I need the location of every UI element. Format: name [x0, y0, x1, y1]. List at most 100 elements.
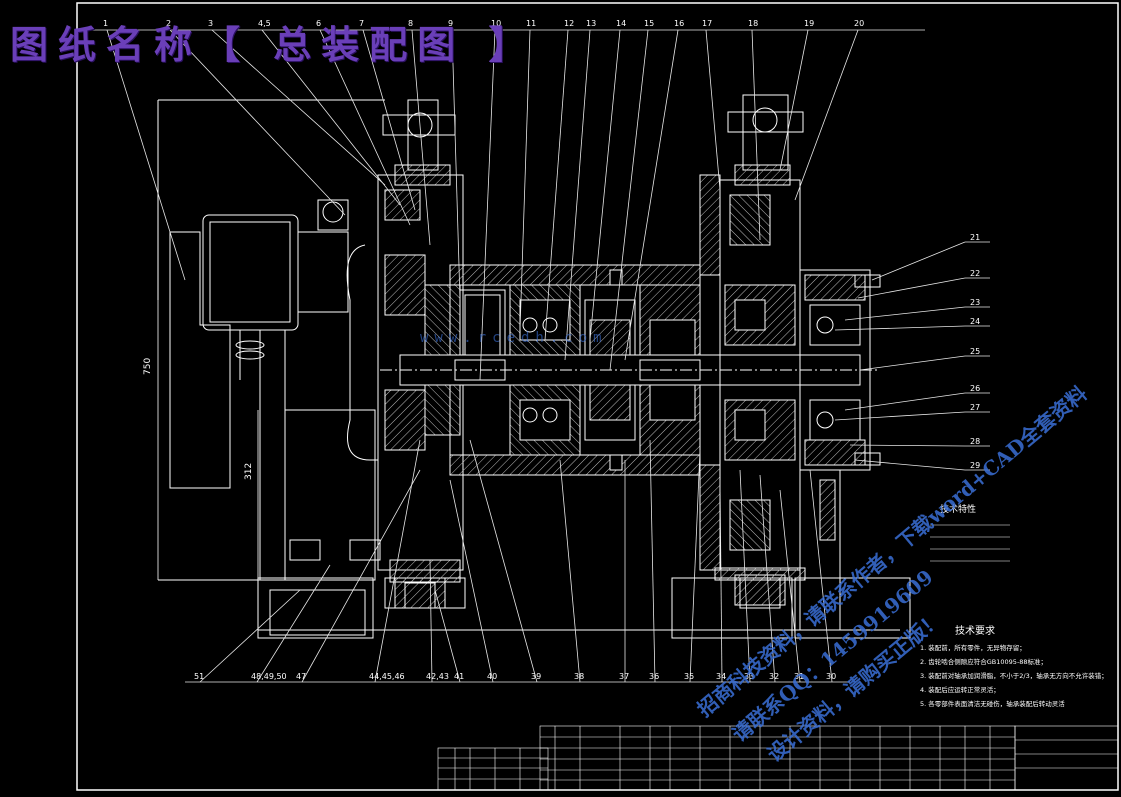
leader-bottom [809, 469, 833, 683]
leader-bottom [199, 589, 301, 683]
part-label-bottom: 36 [649, 672, 659, 681]
part-label-top: 3 [208, 19, 213, 28]
leader-right [849, 444, 966, 447]
leader-bottom [256, 564, 331, 683]
part-label-right: 22 [970, 269, 980, 278]
leader-top [479, 29, 496, 381]
leader-top [544, 29, 569, 341]
leader-right [854, 459, 966, 471]
part-label-top: 11 [526, 19, 536, 28]
leader-bottom [434, 589, 461, 683]
part-label-bottom: 40 [487, 672, 497, 681]
part-label-top: 18 [748, 19, 758, 28]
tech-req-line: 1. 装配前，所有零件，无异物存留； [920, 643, 1026, 652]
part-label-top: 16 [674, 19, 684, 28]
leader-bottom [301, 469, 421, 683]
leader-lines-top [90, 29, 925, 381]
dim-height-total: 750 [143, 358, 153, 375]
title-block-columns [454, 726, 991, 790]
site-watermark: www.rcedh.com [420, 330, 608, 346]
leader-right [834, 411, 966, 421]
leader-bottom [469, 439, 538, 683]
part-label-right: 25 [970, 347, 980, 356]
leader-top [589, 29, 621, 341]
leader-top [106, 29, 186, 281]
part-label-top: 6 [316, 19, 321, 28]
part-label-bottom: 30 [826, 672, 836, 681]
part-label-right: 23 [970, 298, 980, 307]
part-label-top: 2 [166, 19, 171, 28]
leader-top [564, 29, 591, 361]
part-label-top: 8 [408, 19, 413, 28]
leader-top [169, 29, 346, 216]
part-label-top: 14 [616, 19, 626, 28]
part-label-bottom: 39 [531, 672, 541, 681]
leader-lines-right [834, 241, 990, 471]
leader-right [857, 277, 966, 299]
part-label-top: 20 [854, 19, 864, 28]
leader-top [411, 29, 431, 246]
leader-bottom [719, 479, 723, 683]
tech-spec-title: 技术特性 [940, 503, 976, 515]
tech-req-title: 技术要求 [955, 624, 995, 637]
part-label-bottom: 38 [574, 672, 584, 681]
part-label-bottom: 31 [794, 672, 804, 681]
leader-top [751, 29, 761, 241]
leader-bottom [739, 469, 751, 683]
part-label-bottom: 51 [194, 672, 204, 681]
part-label-right: 28 [970, 437, 980, 446]
leader-top [211, 29, 386, 186]
part-label-right: 27 [970, 403, 980, 412]
leader-bottom [374, 439, 421, 683]
part-label-bottom: 35 [684, 672, 694, 681]
part-label-top: 7 [359, 19, 364, 28]
tech-requirements: 1. 装配前，所有零件，无异物存留； 2. 齿轮啮合侧隙应符合GB10095-88… [920, 643, 1108, 708]
part-label-top: 15 [644, 19, 654, 28]
leader-top [779, 29, 809, 171]
title-block [437, 725, 1119, 791]
leader-top [519, 29, 531, 331]
part-label-bottom: 48,49,50 [251, 672, 287, 681]
dim-height-lower: 312 [244, 463, 254, 480]
part-label-right: 24 [970, 317, 980, 326]
right-housing [699, 94, 881, 581]
leader-bottom [759, 474, 776, 683]
leader-right [834, 325, 966, 331]
tech-req-line: 2. 齿轮啮合侧隙应符合GB10095-88标准； [920, 657, 1047, 666]
tech-req-line: 3. 装配前对轴承加润滑脂，不小于2/3，轴承无方向不允许装错； [920, 671, 1108, 680]
part-label-top: 13 [586, 19, 596, 28]
part-label-bottom: 44,45,46 [369, 672, 405, 681]
leader-bottom [449, 479, 494, 683]
part-label-bottom: 32 [769, 672, 779, 681]
part-label-bottom: 41 [454, 672, 464, 681]
part-label-top: 12 [564, 19, 574, 28]
tech-req-line: 5. 各零部件表面清洁无碰伤，轴承装配后转动灵活 [920, 699, 1065, 708]
part-label-top: 10 [491, 19, 501, 28]
leader-bottom [559, 459, 581, 683]
leader-right [844, 306, 966, 321]
motor-assembly [169, 199, 381, 581]
leader-top [319, 29, 411, 226]
leader-bottom [649, 439, 656, 683]
leader-top [794, 29, 859, 201]
leader-top [624, 29, 679, 361]
part-label-top: 19 [804, 19, 814, 28]
main-shaft [380, 354, 880, 386]
leader-right [844, 392, 966, 411]
leader-bottom [689, 449, 701, 683]
leader-top [261, 29, 401, 206]
part-label-bottom: 34 [716, 672, 726, 681]
part-label-bottom: 33 [744, 672, 754, 681]
part-label-top: 17 [702, 19, 712, 28]
part-label-top: 1 [103, 19, 108, 28]
leader-bottom [779, 489, 801, 683]
part-label-bottom: 42,43 [426, 672, 449, 681]
leader-right [871, 241, 966, 281]
leader-top [362, 29, 416, 211]
part-label-top: 9 [448, 19, 453, 28]
part-label-right: 26 [970, 384, 980, 393]
